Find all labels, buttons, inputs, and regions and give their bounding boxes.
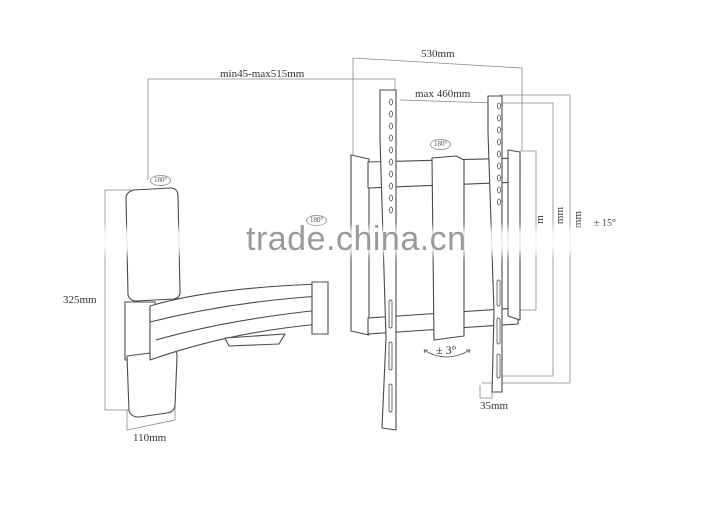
- arm-extension-dimension-line: [147, 78, 396, 180]
- vesa-width-dimension-line: [399, 99, 496, 104]
- side-dimension-label-1: m: [533, 215, 546, 224]
- wall-plate-depth-dimension-line: [126, 400, 176, 431]
- wall-plate-depth-label: 110mm: [133, 432, 167, 444]
- vesa-arm-left: [379, 89, 397, 431]
- arm-pivot-rotation-label: 180°: [306, 215, 328, 226]
- profile-depth-label: 35mm: [480, 400, 509, 412]
- wall-plate-lower-pad: [126, 349, 178, 418]
- watermark: trade.china.cn: [246, 220, 467, 258]
- tilt-label: ± 3°: [436, 343, 457, 357]
- wall-plate-height-label: 325mm: [63, 294, 97, 306]
- side-dimension-label-2: mm: [554, 206, 567, 225]
- arm-extension-label: min45-max515mm: [220, 68, 305, 80]
- vesa-width-label: max 460mm: [415, 88, 471, 100]
- side-dimension-label-3: mm: [572, 210, 585, 229]
- watermark-blur-band: [80, 228, 640, 254]
- arm-cover: [224, 333, 286, 347]
- swivel-label: ± 15°: [594, 218, 616, 229]
- tilt-arrow-arc: [423, 349, 471, 358]
- overall-width-dimension-line: [352, 57, 523, 155]
- wall-pivot-rotation-label: 180°: [150, 175, 172, 186]
- head-pivot-rotation-label: 180°: [430, 139, 452, 150]
- overall-width-label: 530mm: [421, 48, 455, 60]
